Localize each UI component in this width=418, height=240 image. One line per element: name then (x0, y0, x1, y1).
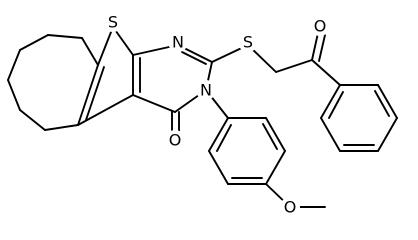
bond (311, 32, 319, 61)
atom-label: O (284, 198, 297, 217)
atom-thiophene-sulfur: S (103, 12, 123, 32)
bond (265, 117, 286, 152)
bond (132, 94, 176, 113)
bond (181, 51, 207, 65)
bond (77, 94, 134, 126)
atom-methoxy-oxygen: O (280, 197, 300, 217)
atom-label: S (108, 13, 118, 32)
atom-pyrimidinone-oxygen: O (165, 130, 185, 150)
bond (7, 49, 21, 81)
bond (320, 84, 341, 119)
bond (318, 34, 326, 62)
bond (374, 90, 390, 117)
atom-label: N (200, 81, 212, 100)
atom-label: N (172, 33, 184, 52)
chemical-structure-diagram: S N S O N O O (7, 12, 398, 217)
bond (265, 150, 286, 185)
bond (311, 59, 341, 86)
atom-pyrimidine-nitrogen-top: N (168, 32, 188, 52)
bond (208, 117, 229, 152)
bond (97, 26, 114, 66)
bond (216, 124, 232, 152)
bond (320, 117, 341, 152)
bond (81, 37, 99, 66)
atom-labels: S N S O N O O (103, 12, 330, 217)
bonds (7, 26, 398, 208)
atom-label: O (314, 17, 327, 36)
bond (275, 59, 313, 73)
atom-pyrimidine-nitrogen-bottom: N (196, 80, 216, 100)
bond (208, 150, 229, 185)
atom-label: O (169, 131, 182, 150)
atom-thioether-sulfur: S (238, 32, 258, 52)
bond (19, 109, 46, 131)
bond (262, 123, 278, 150)
bond (7, 79, 21, 111)
bond (47, 34, 83, 39)
bond (328, 91, 344, 119)
bond (377, 84, 398, 119)
bond (19, 34, 49, 51)
bond (44, 124, 79, 131)
bond (112, 26, 134, 56)
bond (77, 64, 99, 126)
atom-ketone-oxygen: O (310, 16, 330, 36)
atom-label: S (243, 33, 253, 52)
bond (377, 117, 398, 152)
bond (85, 66, 105, 121)
